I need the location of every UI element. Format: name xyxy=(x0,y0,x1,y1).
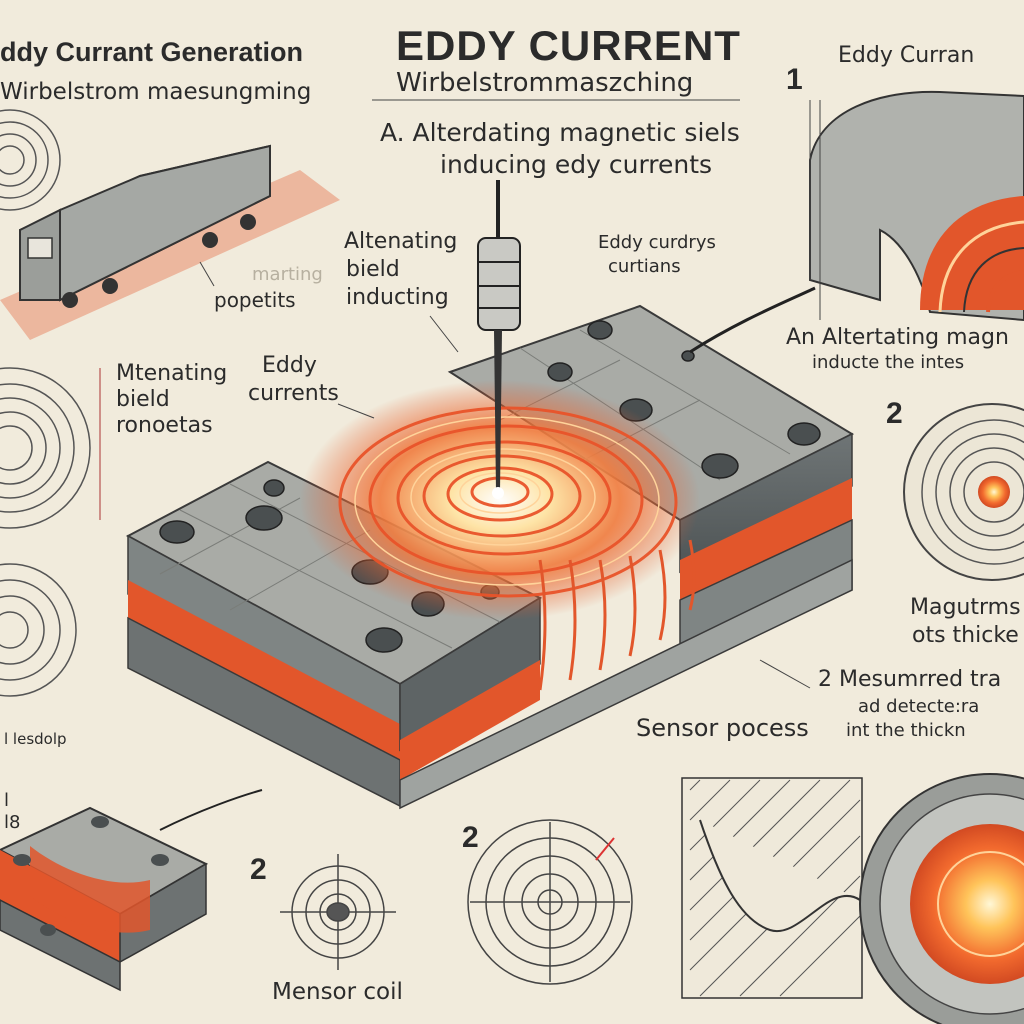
caption-a-line1: A. Alterdating magnetic siels xyxy=(380,118,740,147)
left-mid-rings-icon xyxy=(0,367,101,529)
label-measurement-2: ad detecte:ra xyxy=(858,696,980,717)
number-2-right: 2 xyxy=(886,397,903,430)
top-left-rings-icon xyxy=(0,109,61,211)
label-vehicle-faint: marting xyxy=(252,264,323,285)
number-2-bottom-left: 2 xyxy=(250,853,267,886)
hot-disk-icon xyxy=(859,773,1024,1024)
label-measurement-3: int the thickn xyxy=(846,720,966,741)
probe-icon xyxy=(477,180,521,499)
right-rings-icon xyxy=(903,403,1024,581)
top-right-heading: Eddy Curran xyxy=(838,43,975,68)
top-left-subheading: Wirbelstrom maesungming xyxy=(0,79,312,105)
caption-a-line2: inducing edy currents xyxy=(440,150,713,179)
label-right-alt-1: An Altertating magn xyxy=(786,325,1009,350)
label-left-numeral-2: l8 xyxy=(4,812,21,833)
label-left-block-1: Mtenating xyxy=(116,361,228,386)
label-left-numeral-1: l xyxy=(4,790,10,811)
top-left-heading: ddy Currant Generation xyxy=(0,37,304,67)
sensor-coil-icon xyxy=(280,854,396,970)
label-alternating-1: Altenating xyxy=(344,229,458,254)
label-left-block-2: bield xyxy=(116,387,170,412)
bottom-mid-rings-icon xyxy=(467,819,633,985)
label-right-magnetic-2: ots thicke xyxy=(912,623,1019,648)
label-left-footer: l lesdolp xyxy=(4,730,67,748)
label-eddy-mid-1: Eddy curdrys xyxy=(598,232,716,253)
label-right-magnetic-1: Magutrms xyxy=(910,595,1021,620)
page-title: EDDY CURRENT xyxy=(396,22,741,69)
hatched-panel-icon xyxy=(681,777,863,999)
label-right-alt-2: inducte the intes xyxy=(812,352,965,373)
label-alternating-3: inducting xyxy=(346,285,449,310)
small-plate-icon xyxy=(0,789,263,992)
page-subtitle: Wirbelstrommaszching xyxy=(396,68,694,98)
left-lower-rings-icon xyxy=(0,563,77,697)
main-layered-plate xyxy=(125,180,855,810)
number-2-bottom-mid: 2 xyxy=(462,821,479,854)
label-left-block-3: ronoetas xyxy=(116,413,213,438)
label-alternating-2: bield xyxy=(346,257,400,282)
label-measurement-1: 2 Mesumrred tra xyxy=(818,667,1002,692)
vehicle-icon xyxy=(0,144,340,340)
label-vehicle: popetits xyxy=(214,288,296,312)
top-right-cylinder-icon xyxy=(809,90,1024,322)
number-1-top-right: 1 xyxy=(786,63,803,96)
label-eddy-mid-2: curtians xyxy=(608,256,681,277)
label-eddy-left-1: Eddy xyxy=(262,353,317,378)
label-sensor-coil: Mensor coil xyxy=(272,979,403,1005)
label-sensor-process: Sensor pocess xyxy=(636,714,809,742)
label-eddy-left-2: currents xyxy=(248,381,339,406)
